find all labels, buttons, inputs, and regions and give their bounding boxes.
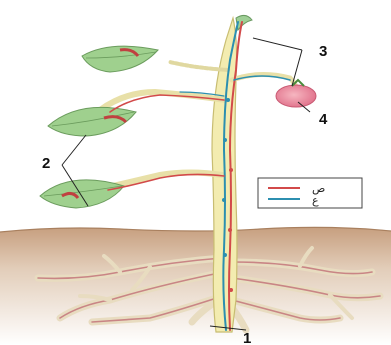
leaf-top — [82, 46, 158, 72]
label-1: 1 — [243, 330, 251, 345]
branches — [100, 62, 298, 188]
label-3: 3 — [319, 43, 327, 60]
soil — [0, 227, 391, 345]
label-4: 4 — [319, 111, 328, 128]
leaf-bottom — [40, 180, 124, 208]
legend-item-bottom: ع — [312, 194, 319, 207]
legend: ص ع — [258, 178, 362, 208]
label-2: 2 — [42, 155, 50, 172]
leaf-middle — [48, 107, 136, 136]
